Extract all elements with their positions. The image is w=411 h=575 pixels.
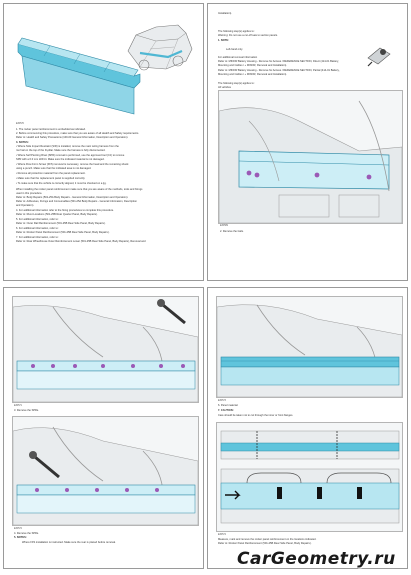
manual-page-1: E30570 1. The rocker panel reinforcement… (3, 3, 204, 281)
battery-icon (366, 44, 392, 68)
step-text: 6. Panel material. (218, 404, 239, 407)
figure-spr-removal-2 (12, 416, 199, 526)
text-line: • Where Self Piercing Rivet (SPR) remova… (16, 154, 125, 157)
step-text: Where FFS installation is instructed. Ma… (22, 541, 116, 544)
text-line: Refer to: Rivet Locations (501-25B Rear … (16, 213, 98, 216)
manual-page-3: E30571 3. Remove the SPRs. E30572 4. Rem… (3, 287, 204, 569)
step-text: 5. NOTES: (14, 536, 27, 539)
text-line: Left-hand only. (226, 48, 243, 51)
text-line: 1. The rocker panel reinforcement is emb… (16, 128, 86, 131)
text-line: 6. For additional information, refer to: (16, 227, 59, 230)
text-line: When installing the rocker panel reinfor… (16, 188, 143, 191)
figure-caption: E30574 (218, 534, 226, 536)
text-line: Refer to: MINOR Battery Housing - Remove… (218, 60, 339, 63)
step-text: Measure, mark and remove the rocker pane… (218, 538, 317, 541)
text-line: Mounting and Cables / + MINOR, Removal a… (218, 73, 287, 76)
rocker-reinforcement-part (17, 37, 141, 115)
figure-caption: E30573 (218, 400, 226, 402)
text-line: 5. For additional information, refer to: (16, 218, 59, 221)
text-line: 3. NOTES: (16, 140, 29, 144)
manual-page-2: Installation). The following step(s) app… (207, 3, 408, 281)
step-text: 3. Remove the SPRs. (14, 409, 39, 412)
spr-removal-illustration-1 (13, 297, 198, 402)
text-line: 1. NOTE: (218, 39, 229, 42)
step-text: 4. Remove the SPRs. (14, 532, 39, 535)
text-line: 4. For additional information refer to t… (16, 209, 114, 212)
text-line: • Where Flow Form Screw (FFS) removal is… (16, 163, 129, 166)
text-line: roof rail on the top of the D-pillar. Ma… (16, 149, 106, 152)
text-line: • Where Side Impact Restraint (SIR) is i… (16, 145, 119, 148)
rocker-overview-illustration (17, 24, 193, 115)
text-line: • To make sure that the vehicle is corre… (16, 182, 107, 185)
text-line: Refer to: Adhesives, Fixings and Consuma… (16, 200, 137, 203)
figure-spr-removal-1 (12, 296, 199, 403)
figure-caption: E30571 (14, 405, 22, 407)
step-text: 7. CAUTION: (218, 409, 234, 412)
figure-caption: E30589 (220, 225, 228, 227)
text-line: Refer to: MINOR Battery Housing - Remove… (218, 69, 340, 72)
figure-caption: E30570 (16, 123, 24, 125)
text-line: SPR with a 6.0 mm drill bit. Make sure t… (16, 158, 105, 161)
figure-panel-material (216, 296, 403, 398)
figure-trim-removal (218, 90, 403, 224)
text-line: Refer to: Body Repairs (501-25A Body Rep… (16, 196, 129, 199)
text-line: • Make sure that the replacement panel i… (16, 177, 86, 180)
cut-locations-illustration (217, 423, 402, 531)
text-line: The following step(s) applies to: (218, 82, 255, 85)
text-line: 7. For additional information, refer to: (16, 236, 59, 239)
text-line: Refer to: Rear Wheelhouse Outer Reinforc… (16, 240, 146, 243)
text-line: used in this procedure. (16, 192, 43, 195)
trim-removal-illustration (219, 91, 402, 223)
text-line: The following step(s) applies to: (218, 30, 255, 33)
text-line: and Operation). (16, 204, 35, 207)
panel-material-illustration (217, 297, 402, 397)
spr-removal-illustration-2 (13, 417, 198, 525)
text-line: Warning: Do not use a cut-off saw to sec… (218, 34, 278, 37)
text-line: All vehicles (218, 86, 231, 89)
text-line: 2. Before commencing this procedure, mak… (16, 132, 139, 135)
text-line: Installation). (218, 12, 232, 15)
figure-cut-locations (216, 422, 403, 532)
text-line: using a punch. Make sure that the indica… (16, 167, 92, 170)
text-line: Refer to: Rocker Panel Reinforcement (50… (16, 231, 110, 234)
text-line: For additional removal information (218, 56, 258, 59)
site-watermark: CarGeometry.ru (237, 549, 396, 569)
figure-rocker-overview (14, 16, 197, 119)
manual-page-4: E30573 6. Panel material. 7. CAUTION: Ca… (207, 287, 408, 569)
text-line: Mounting and Cables / + MINOR, Removal a… (218, 64, 287, 67)
car-body-icon (127, 24, 193, 71)
step-text: Refer to: Rocker Panel Reinforcement (50… (218, 542, 312, 545)
text-line: Refer to: Health and Safety Precautions … (16, 136, 129, 139)
text-line: • Remove all protection material from th… (16, 172, 86, 175)
step-text: 2. Remove the trails. (220, 230, 244, 233)
text-line: Refer to: Outer Rail Reinforcement (501-… (16, 222, 106, 225)
figure-caption: E30572 (14, 528, 22, 530)
step-text: Care should be taken not to cut through … (218, 414, 294, 417)
